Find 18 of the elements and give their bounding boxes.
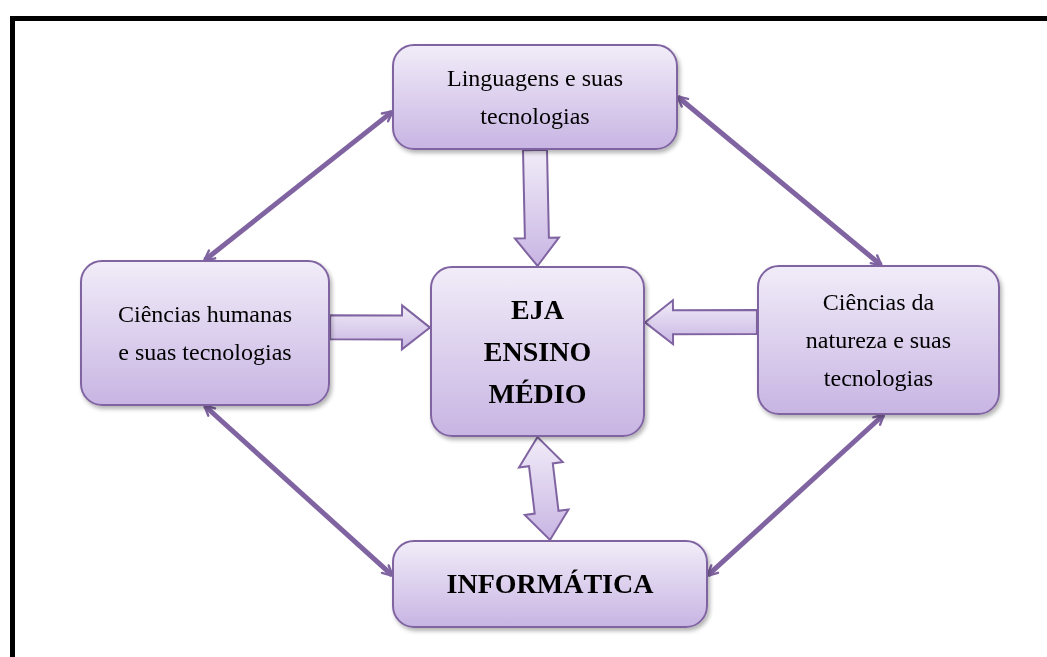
topic-box [430,266,645,437]
block-arrow [643,298,758,347]
arrow [676,95,883,267]
block-arrow [329,303,432,352]
topic-box [757,265,1000,415]
topic-box [392,44,678,150]
topic-box [80,260,330,406]
box-label: Ciências da natureza e suas tecnologias [804,288,953,393]
arrow [203,109,394,262]
arrow [706,413,886,578]
box-label: INFORMÁTICA [446,567,654,601]
block-arrow [517,435,571,542]
box-label: EJA ENSINO MÉDIO [482,292,593,411]
topic-box [392,540,708,628]
arrow [203,404,394,578]
box-label: Linguagens e suas tecnologias [446,64,624,131]
box-label: Ciências humanas e suas tecnologias [117,300,293,367]
block-arrow [512,148,561,268]
